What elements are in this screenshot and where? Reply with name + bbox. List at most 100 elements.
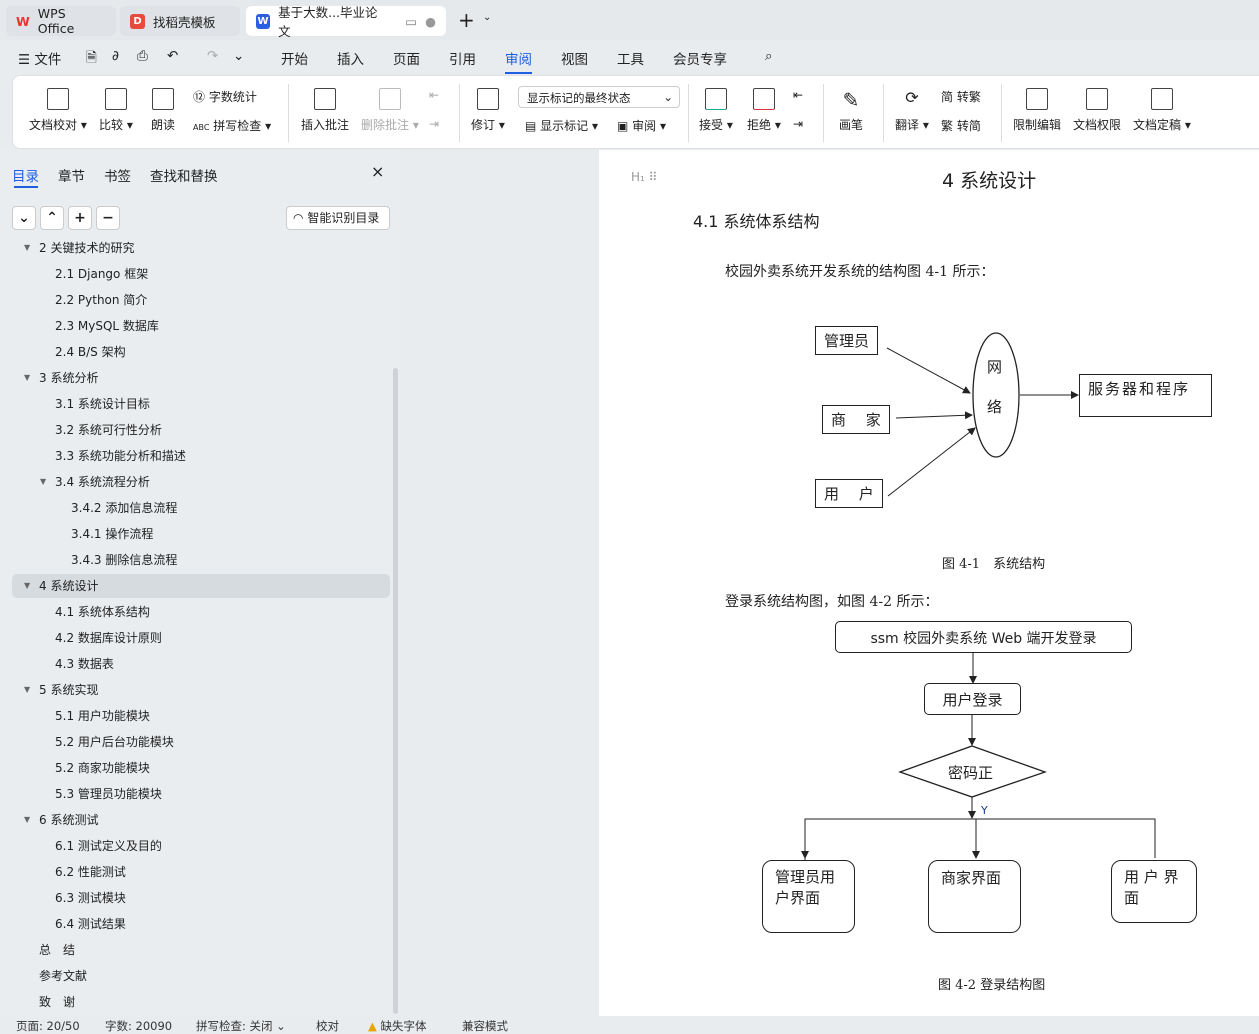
accept-button[interactable]: 接受 ▾ (699, 88, 733, 133)
to-simplified-button[interactable]: 繁 转简 (941, 117, 981, 134)
toc-item[interactable]: ▼6 系统测试 (12, 808, 390, 832)
toc-item[interactable]: ▼2 关键技术的研究 (12, 236, 390, 260)
next-change-icon[interactable]: ⇥ (793, 117, 804, 131)
page-indicator[interactable]: 页面: 20/50 (16, 1019, 80, 1033)
menu-home[interactable]: 开始 (281, 52, 308, 68)
toc-item[interactable]: 5.2 用户后台功能模块 (12, 730, 390, 754)
monitor-icon[interactable]: ▭ (405, 13, 418, 29)
save-icon[interactable]: 🗎 (86, 50, 97, 66)
new-tab-icon[interactable]: + (458, 8, 475, 32)
toc-item[interactable]: 4.2 数据库设计原则 (12, 626, 390, 650)
redo-icon[interactable]: ↷ (207, 48, 219, 64)
expand-down-button[interactable]: ⌄ (12, 206, 36, 230)
show-markup-button[interactable]: ▤ 显示标记 ▾ (525, 119, 599, 133)
menu-view[interactable]: 视图 (561, 52, 588, 68)
toc-item[interactable]: 3.2 系统可行性分析 (12, 418, 390, 442)
toc-item[interactable]: 5.2 商家功能模块 (12, 756, 390, 780)
toc-item[interactable]: 2.3 MySQL 数据库 (12, 314, 390, 338)
menu-vip[interactable]: 会员专享 (673, 52, 727, 68)
insert-comment-button[interactable]: 插入批注 (301, 88, 349, 133)
toc-item[interactable]: ▼4 系统设计 (12, 574, 390, 598)
restrict-editing-button[interactable]: 限制编辑 (1013, 88, 1061, 133)
collapse-arrow-icon[interactable]: ▼ (24, 815, 31, 824)
menu-review[interactable]: 审阅 (505, 48, 532, 74)
collapse-arrow-icon[interactable]: ▼ (40, 477, 47, 486)
menu-tools[interactable]: 工具 (617, 52, 644, 68)
toc-item[interactable]: 6.3 测试模块 (12, 886, 390, 910)
toc-item[interactable]: 5.3 管理员功能模块 (12, 782, 390, 806)
remove-level-button[interactable]: − (96, 206, 120, 230)
read-aloud-button[interactable]: 朗读 (151, 88, 175, 133)
spell-check-button[interactable]: ABC 拼写检查 ▾ (193, 119, 272, 133)
undo-icon[interactable]: ↶ (167, 48, 179, 64)
menu-page[interactable]: 页面 (393, 52, 420, 68)
collapse-arrow-icon[interactable]: ▼ (24, 581, 31, 590)
spell-check-status[interactable]: 拼写检查: 关闭 ⌄ (196, 1019, 286, 1033)
tab-bookmarks[interactable]: 书签 (104, 169, 131, 185)
smart-toc-button[interactable]: ◠ 智能识别目录 (286, 206, 390, 230)
toc-item[interactable]: 5.1 用户功能模块 (12, 704, 390, 728)
compare-button[interactable]: 比较 ▾ (99, 88, 133, 133)
print-preview-icon[interactable]: ⎙ (137, 48, 148, 64)
proofread-status[interactable]: 校对 (316, 1019, 339, 1033)
tab-toc[interactable]: 目录 (12, 169, 39, 185)
toc-item[interactable]: 2.4 B/S 架构 (12, 340, 390, 364)
review-pane-button[interactable]: ▣ 审阅 ▾ (617, 119, 667, 133)
heading-drag-handle-icon[interactable]: H₁ ⠿ (631, 170, 658, 184)
link-icon[interactable]: ∂ (112, 48, 119, 64)
toc-item[interactable]: 3.1 系统设计目标 (12, 392, 390, 416)
add-level-button[interactable]: + (68, 206, 92, 230)
to-traditional-button[interactable]: 简 转繁 (941, 88, 981, 105)
delete-comment-button[interactable]: 删除批注 ▾ (361, 88, 419, 133)
toc-item[interactable]: 6.1 测试定义及目的 (12, 834, 390, 858)
toc-item[interactable]: 3.4.2 添加信息流程 (12, 496, 390, 520)
toc-item[interactable]: 3.3 系统功能分析和描述 (12, 444, 390, 468)
toc-item[interactable]: 3.4.3 删除信息流程 (12, 548, 390, 572)
collapse-arrow-icon[interactable]: ▼ (24, 685, 31, 694)
menu-references[interactable]: 引用 (449, 52, 476, 68)
translate-button[interactable]: ⟳翻译 ▾ (895, 88, 929, 132)
scrollbar[interactable] (393, 368, 398, 1014)
search-icon[interactable]: ⌕ (765, 48, 773, 64)
tab-sections[interactable]: 章节 (58, 169, 85, 185)
toc-item[interactable]: ▼3 系统分析 (12, 366, 390, 390)
toc-item[interactable]: 致 谢 (12, 990, 390, 1014)
toc-item[interactable]: 6.2 性能测试 (12, 860, 390, 884)
chevron-down-icon[interactable]: ⌄ (483, 12, 492, 23)
toc-item[interactable]: 6.4 测试结果 (12, 912, 390, 936)
next-comment-icon[interactable]: ⇥ (429, 117, 440, 131)
toc-item[interactable]: 参考文献 (12, 964, 390, 988)
finalize-button[interactable]: 文档定稿 ▾ (1133, 88, 1191, 133)
reject-button[interactable]: 拒绝 ▾ (747, 88, 781, 133)
word-count[interactable]: 字数: 20090 (105, 1019, 173, 1033)
menu-file[interactable]: ☰ 文件 (18, 52, 62, 68)
collapse-arrow-icon[interactable]: ▼ (24, 373, 31, 382)
tab-find-replace[interactable]: 查找和替换 (150, 169, 218, 185)
markup-mode-select[interactable]: 显示标记的最终状态⌄ (518, 86, 680, 108)
toc-item[interactable]: ▼3.4 系统流程分析 (12, 470, 390, 494)
toc-item-label: 6.1 测试定义及目的 (55, 839, 162, 853)
toc-item[interactable]: 总 结 (12, 938, 390, 962)
toc-item[interactable]: 2.1 Django 框架 (12, 262, 390, 286)
more-icon[interactable]: ⌄ (233, 48, 245, 64)
word-count-button[interactable]: ⑫ 字数统计 (193, 88, 257, 105)
toc-item[interactable]: 4.1 系统体系结构 (12, 600, 390, 624)
menu-insert[interactable]: 插入 (337, 52, 364, 68)
collapse-arrow-icon[interactable]: ▼ (24, 243, 31, 252)
toc-item[interactable]: 2.2 Python 简介 (12, 288, 390, 312)
proofread-button[interactable]: 文档校对 ▾ (29, 88, 87, 133)
prev-comment-icon[interactable]: ⇤ (429, 88, 440, 102)
toc-item[interactable]: 4.3 数据表 (12, 652, 390, 676)
toc-item[interactable]: ▼5 系统实现 (12, 678, 390, 702)
track-changes-button[interactable]: 修订 ▾ (471, 88, 505, 133)
collapse-up-button[interactable]: ⌃ (40, 206, 64, 230)
close-icon[interactable]: × (371, 162, 385, 181)
doc-permission-button[interactable]: 文档权限 (1073, 88, 1121, 133)
prev-change-icon[interactable]: ⇤ (793, 88, 804, 102)
toc-item[interactable]: 3.4.1 操作流程 (12, 522, 390, 546)
pen-button[interactable]: ✎画笔 (839, 88, 863, 133)
missing-font-status[interactable]: ▲ 缺失字体 (368, 1018, 427, 1034)
